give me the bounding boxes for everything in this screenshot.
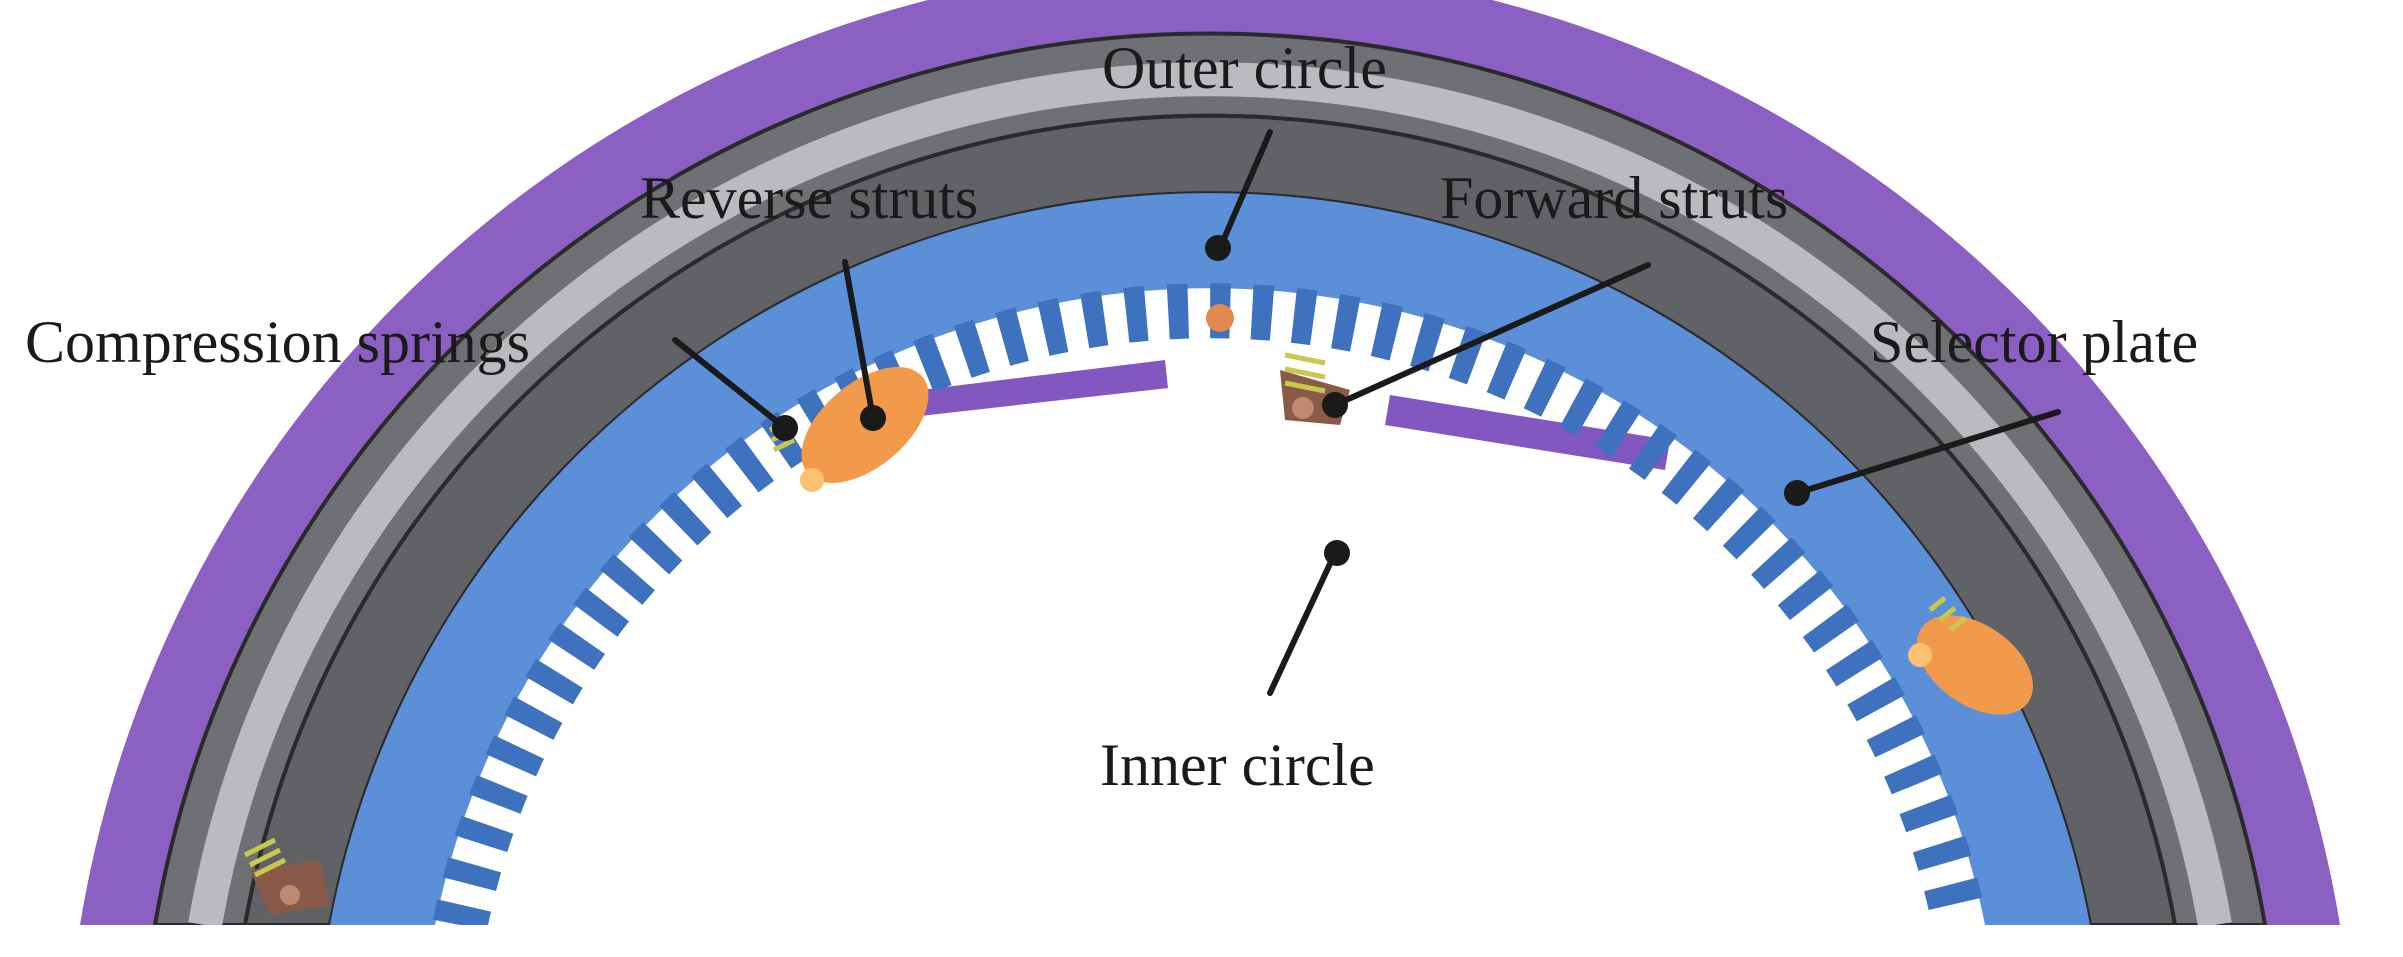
- label-compression-springs: Compression springs: [25, 309, 530, 375]
- leader-compression-springs: [672, 337, 788, 431]
- compression-spring-2: [1284, 352, 1326, 394]
- dot-forward-struts: [1322, 392, 1348, 418]
- dot-selector-plate: [1784, 480, 1810, 506]
- label-reverse-struts: Reverse struts: [640, 165, 978, 231]
- leader-forward-struts: [1332, 262, 1651, 408]
- leader-reverse-struts: [842, 259, 876, 421]
- forward-strut-pin: [1292, 397, 1314, 419]
- left-strut-assembly: [243, 837, 330, 915]
- reverse-strut-pin: [800, 468, 824, 492]
- top-strut-contact: [1206, 304, 1234, 332]
- inner-ring-teeth: [433, 283, 1987, 925]
- label-selector-plate: Selector plate: [1870, 309, 2198, 375]
- dot-compression-springs: [772, 415, 798, 441]
- right-strut: [1917, 615, 2033, 715]
- leader-lines: [672, 129, 2061, 696]
- dot-inner-circle: [1324, 540, 1350, 566]
- label-inner-circle: Inner circle: [1100, 732, 1375, 798]
- compression-spring-3: [1928, 596, 1967, 632]
- selector-plate-gap: [188, 62, 2232, 925]
- inner-ring-band: [330, 193, 2090, 925]
- label-outer-circle: Outer circle: [1102, 35, 1387, 101]
- left-strut-pin: [280, 885, 300, 905]
- leader-inner-circle: [1267, 550, 1338, 696]
- leader-outer-circle: [1217, 129, 1273, 251]
- selector-window-2: [1385, 395, 1670, 470]
- leader-selector-plate: [1794, 409, 2061, 496]
- leader-dots: [772, 235, 1810, 566]
- right-strut-pin: [1908, 643, 1932, 667]
- label-forward-struts: Forward struts: [1440, 165, 1788, 231]
- dot-outer-circle: [1205, 235, 1231, 261]
- compression-spring-4: [243, 837, 287, 878]
- inner-circle-ring: [330, 193, 2090, 925]
- right-strut-assembly: [1908, 596, 2033, 715]
- selector-window-1: [880, 360, 1168, 420]
- dot-reverse-struts: [860, 405, 886, 431]
